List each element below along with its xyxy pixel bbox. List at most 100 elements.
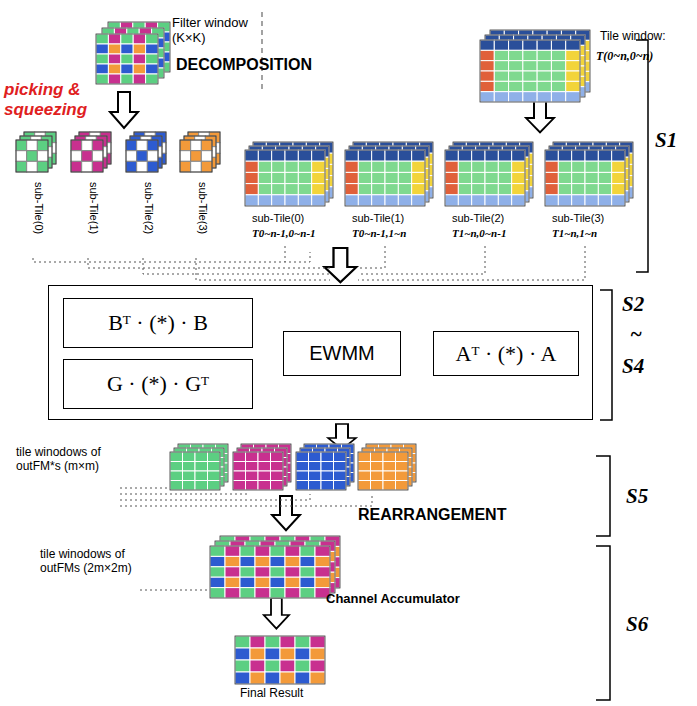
tile-cell [285,567,300,577]
tile-cell [245,195,258,206]
tile-cell [96,64,108,74]
tile-cell [472,150,485,161]
tile-cell [345,150,358,161]
tile-cell [371,471,384,481]
tile-cell [121,74,133,84]
tile-cell [121,64,133,74]
tile-cell [512,150,525,161]
tile-cell [458,184,471,195]
tile-cell [37,140,48,151]
tile-cell [285,161,298,172]
text-label: REARRANGEMENT [358,506,506,524]
tile-cell [494,71,508,81]
tile-cell [358,452,371,462]
tile-cell [398,184,411,195]
tile-cell [96,34,108,44]
tile-cell [537,50,551,60]
hollow-arrow [324,248,356,282]
tile-cell [309,471,322,481]
tile-cell [82,140,93,151]
tile-cell [312,195,325,206]
tile-cell [372,184,385,195]
tile-cell [558,195,571,206]
tile-cell [598,150,611,161]
tile-cell [96,44,108,54]
tile-cell [551,71,565,81]
tile-cell [398,195,411,206]
tile-cell [295,648,310,660]
tile-cell [258,481,271,491]
tile-cell [480,71,494,81]
tile-cell [566,81,580,91]
tile-cell [272,172,285,183]
tile-cell [180,151,191,162]
tile-cell [108,64,120,74]
tile-cell [551,50,565,60]
tile-cell [280,636,295,648]
tile-cell [208,462,221,472]
tile-cell [191,140,202,151]
tile-cell [458,195,471,206]
tile-cell [612,161,625,172]
tile-cell [551,81,565,91]
tile-cell [345,184,358,195]
hollow-arrow [264,598,289,629]
tile-cell [310,672,325,684]
tile-cell [208,452,221,462]
tile-cell [255,567,270,577]
tile-cell [146,54,158,64]
tile-cell [96,74,108,84]
tile-cell [27,140,38,151]
tile-cell [295,636,310,648]
tile-cell [285,577,300,587]
tile-cell [315,577,330,587]
tile-cell [523,81,537,91]
tile-cell [147,151,158,162]
tile-cell [270,567,285,577]
tile-cell [270,546,285,556]
tile-cell [285,150,298,161]
tile-cell [498,195,511,206]
text-label: DECOMPOSITION [176,56,312,74]
tile-cell [523,71,537,81]
tile-cell [183,462,196,472]
tile-cell [372,150,385,161]
tile-cell [412,195,425,206]
text-label: sub-Tile(3) [552,212,604,225]
tile-cell [271,481,284,491]
tile-cell [245,150,258,161]
tile-cell [345,161,358,172]
tile-cell [398,172,411,183]
tile-cell [494,92,508,102]
tile-cell [233,471,246,481]
tile-cell [246,462,259,472]
divider-line [261,12,262,92]
tile-cell [27,161,38,172]
tile-cell [537,92,551,102]
tile-cell [195,452,208,462]
step-label: S5 [626,484,648,508]
tile-cell [494,61,508,71]
tile-cell [195,481,208,491]
tile-cell [225,556,240,566]
tile-cell [566,71,580,81]
tile-cell [523,61,537,71]
tile-cell [235,660,250,672]
tile-cell [285,588,300,598]
tile-cell [537,71,551,81]
text-label: sub-Tile(0) [252,212,304,225]
tile-cell [396,462,409,472]
tile-cell [92,151,103,162]
tile-cell [133,74,145,84]
tile-cell [258,172,271,183]
rotated-label: sub-Tile(0) [32,182,45,234]
tile-cell [137,161,148,172]
tile-cell [271,462,284,472]
step-label: S2 [622,292,644,316]
tile-cell [494,50,508,60]
tile-cell [545,195,558,206]
tile-cell [270,556,285,566]
tile-cell [358,161,371,172]
tile-cell [312,161,325,172]
tile-cell [358,150,371,161]
